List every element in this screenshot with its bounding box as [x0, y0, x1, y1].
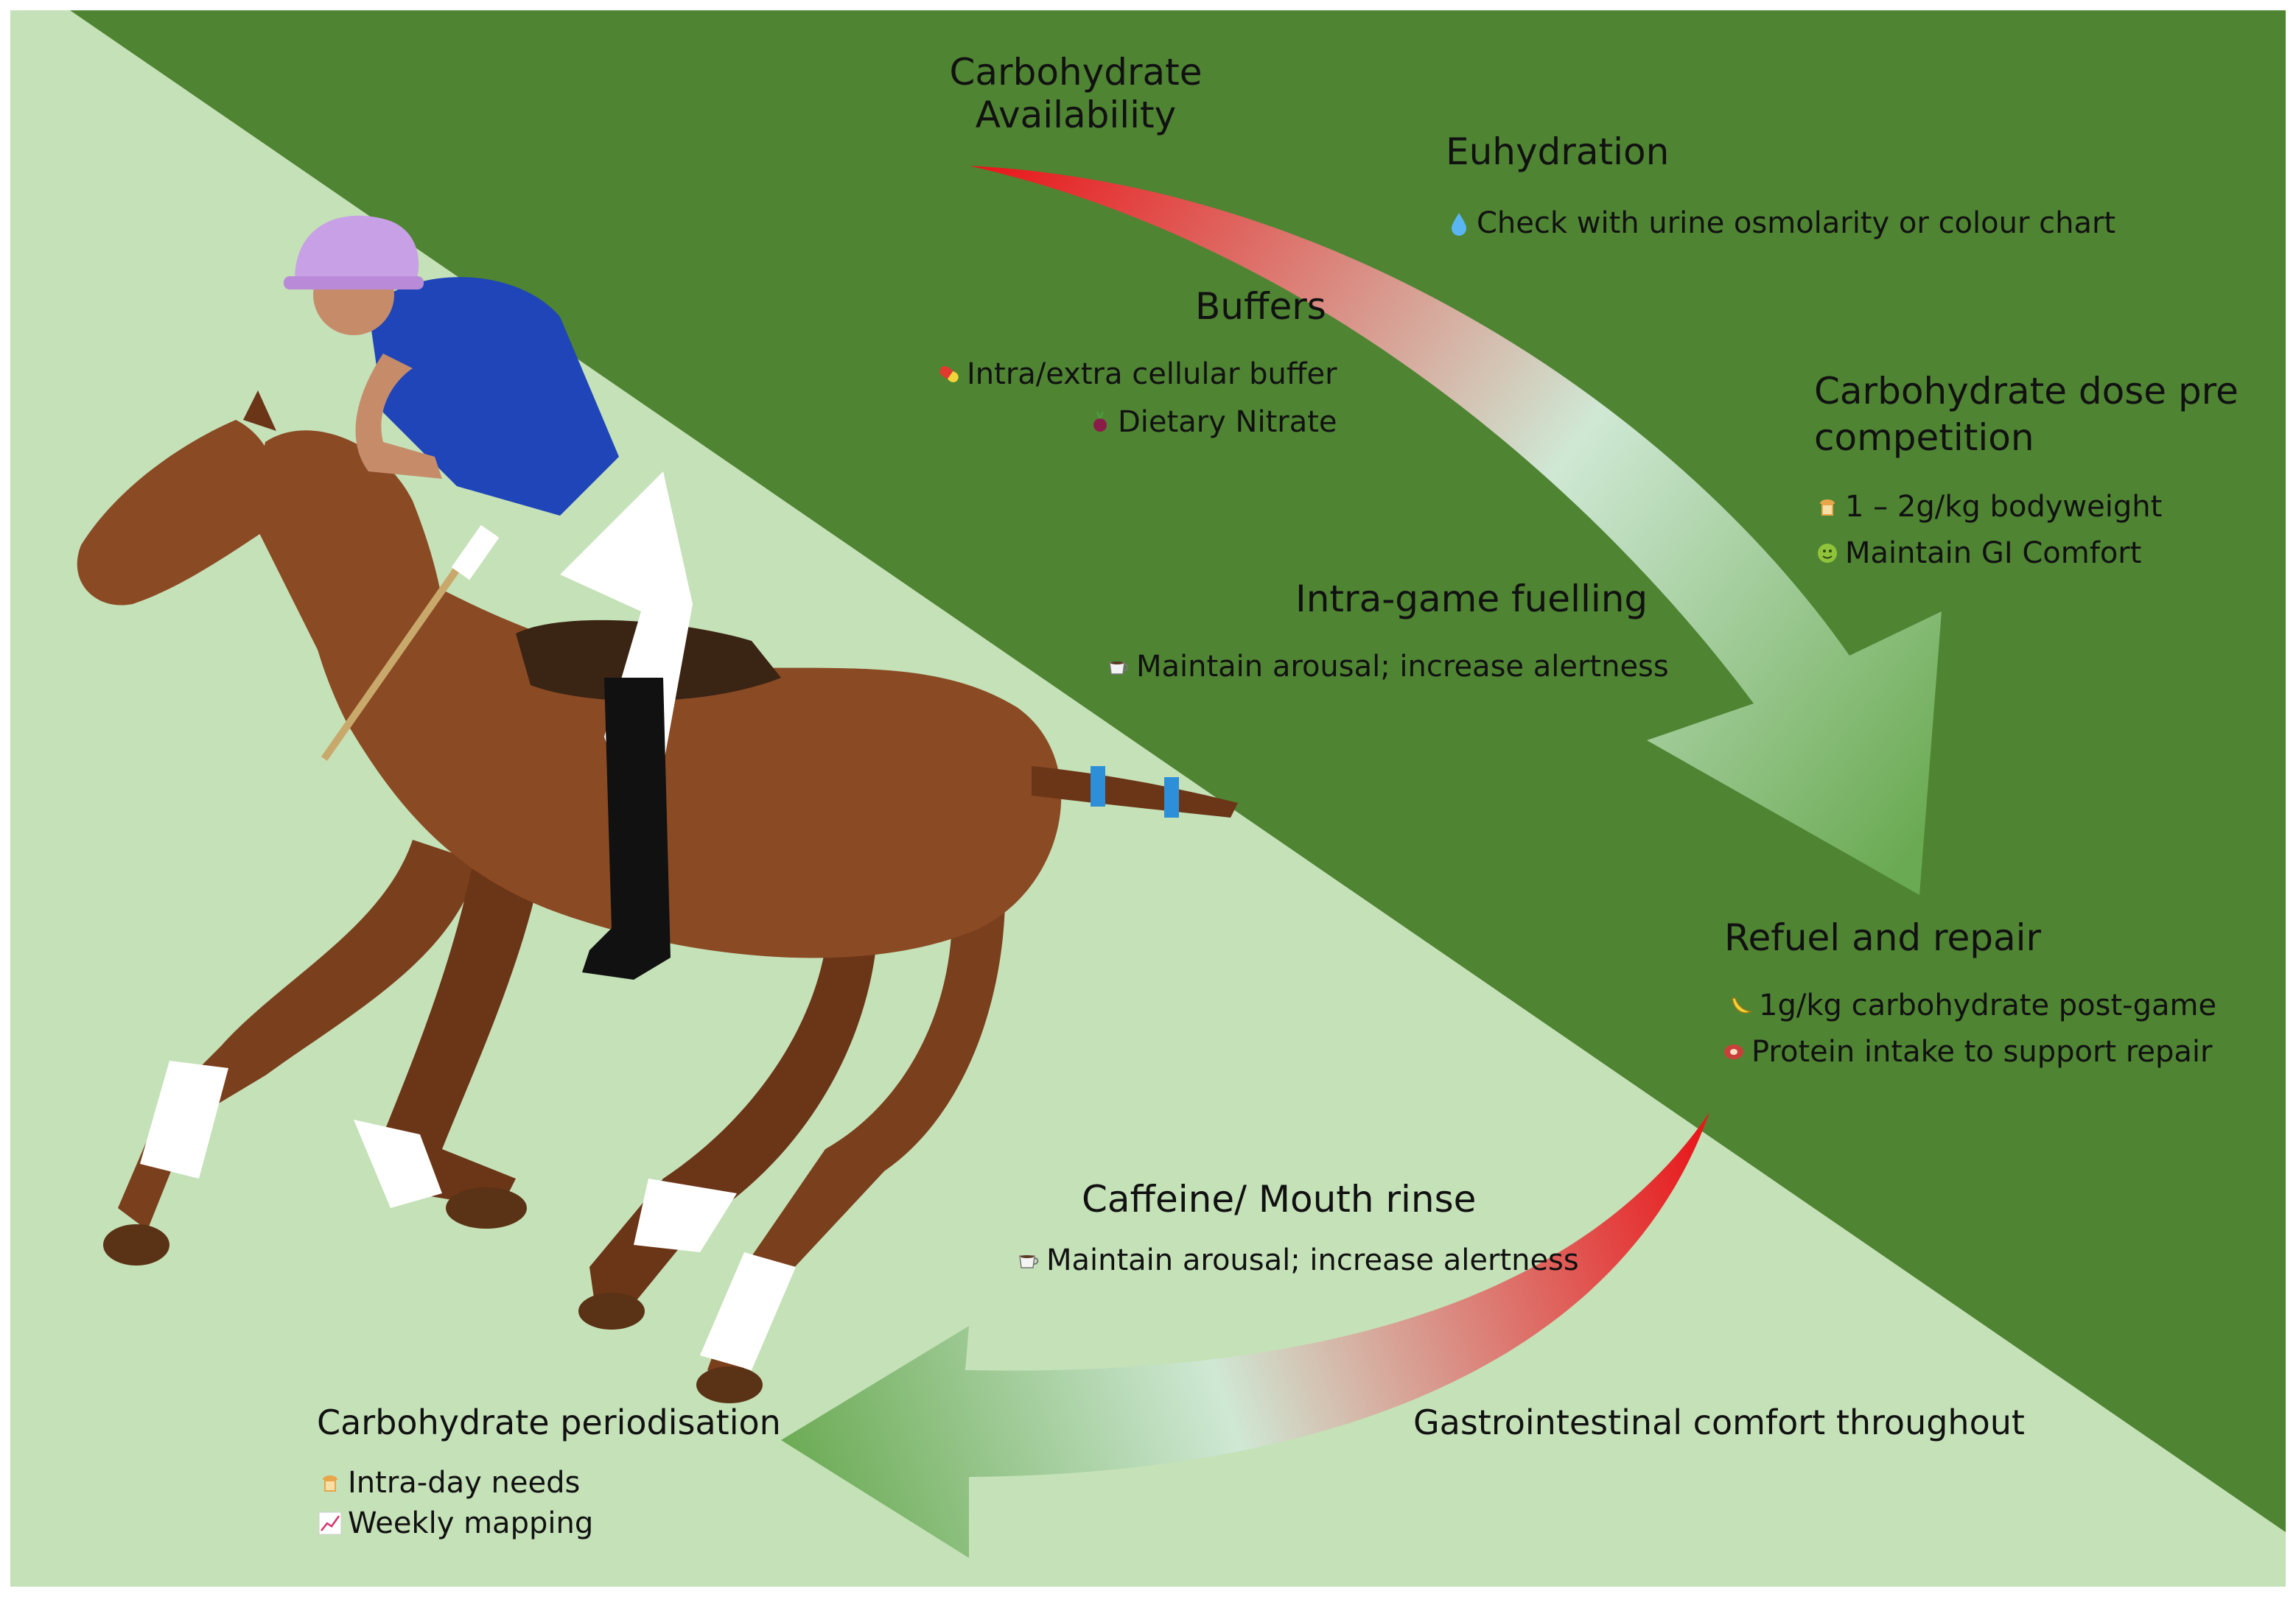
horse-head [77, 420, 278, 606]
leg-bandage [140, 1061, 228, 1179]
buffers-item-text: Dietary Nitrate [1118, 405, 1337, 439]
beetroot-icon [1087, 409, 1113, 435]
rider-helmet-brim [284, 276, 424, 289]
bottom-flow-arrow [781, 1112, 1709, 1558]
carb-availability-title: Carbohydrate Availability [949, 51, 1203, 136]
carb-dose-item-text: Maintain GI Comfort [1845, 536, 2142, 570]
periodisation-item-text: Intra-day needs [348, 1466, 581, 1500]
meat-icon [1721, 1039, 1747, 1065]
hoof [103, 1224, 169, 1266]
dark-green-panel [70, 10, 2286, 1532]
carb-dose-title: Carbohydrate dose pre competition [1814, 370, 2239, 459]
carb-dose-item: Maintain GI Comfort [1814, 536, 2141, 570]
trend-chart-icon [317, 1510, 343, 1537]
hoof [446, 1187, 527, 1229]
horse-ear [243, 390, 276, 431]
leg-bandage [700, 1252, 796, 1370]
bread-icon [1814, 494, 1841, 520]
periodisation-title: Carbohydrate periodisation [317, 1403, 781, 1442]
buffers-item-text: Intra/extra cellular buffer [967, 357, 1337, 391]
coffee-cup-icon [1015, 1247, 1042, 1274]
refuel-item-text: Protein intake to support repair [1751, 1035, 2213, 1069]
refuel-item: 1g/kg carbohydrate post-game [1728, 989, 2216, 1022]
euhydration-item-text: Check with urine osmolarity or colour ch… [1477, 206, 2116, 240]
water-drop-icon [1446, 210, 1472, 236]
rider-boot [582, 678, 671, 980]
top-flow-arrow [969, 166, 1942, 895]
refuel-title: Refuel and repair [1724, 916, 2042, 959]
horse-body [304, 516, 1062, 958]
rider-helmet [295, 215, 419, 287]
horse-front-leg-back [383, 869, 538, 1208]
bread-icon [317, 1470, 343, 1496]
carb-dose-item-text: 1 – 2g/kg bodyweight [1845, 490, 2163, 524]
coffee-cup-icon [1105, 653, 1132, 680]
hoof [578, 1293, 645, 1330]
intra-game-item: Maintain arousal; increase alertness [1105, 650, 1669, 684]
buffers-title: Buffers [1195, 285, 1326, 328]
intra-game-item-text: Maintain arousal; increase alertness [1136, 650, 1669, 684]
polo-mallet [321, 536, 483, 761]
caffeine-title: Caffeine/ Mouth rinse [1082, 1178, 1477, 1221]
hoof [696, 1366, 763, 1403]
buffers-item: Intra/extra cellular buffer [936, 357, 1337, 391]
periodisation-item: Weekly mapping [317, 1506, 593, 1540]
caffeine-item: Maintain arousal; increase alertness [1015, 1243, 1579, 1277]
refuel-item: Protein intake to support repair [1721, 1035, 2212, 1069]
stomach-icon [1814, 540, 1841, 566]
caffeine-item-text: Maintain arousal; increase alertness [1046, 1243, 1579, 1277]
euhydration-title: Euhydration [1446, 130, 1670, 173]
leg-bandage [354, 1120, 442, 1208]
banana-icon [1728, 992, 1754, 1019]
leg-bandage [634, 1179, 737, 1252]
periodisation-item-text: Weekly mapping [348, 1506, 594, 1540]
tail-wrap [1164, 777, 1179, 818]
polo-player-illustration [77, 215, 1238, 1403]
intra-game-title: Intra-game fuelling [1295, 578, 1648, 620]
rider-arm [355, 354, 442, 479]
euhydration-item: Check with urine osmolarity or colour ch… [1446, 206, 2115, 240]
horse-front-leg [118, 840, 479, 1230]
buffers-item: Dietary Nitrate [1087, 405, 1337, 439]
capsule-icon [936, 361, 962, 387]
horse-tail [1032, 766, 1238, 818]
carb-dose-item: 1 – 2g/kg bodyweight [1814, 490, 2162, 524]
tail-wrap [1091, 766, 1105, 807]
periodisation-item: Intra-day needs [317, 1466, 580, 1500]
horse-hind-leg [707, 840, 1006, 1385]
mallet-grip [451, 524, 500, 580]
refuel-item-text: 1g/kg carbohydrate post-game [1759, 989, 2217, 1022]
gi-comfort-title: Gastrointestinal comfort throughout [1413, 1403, 2025, 1442]
